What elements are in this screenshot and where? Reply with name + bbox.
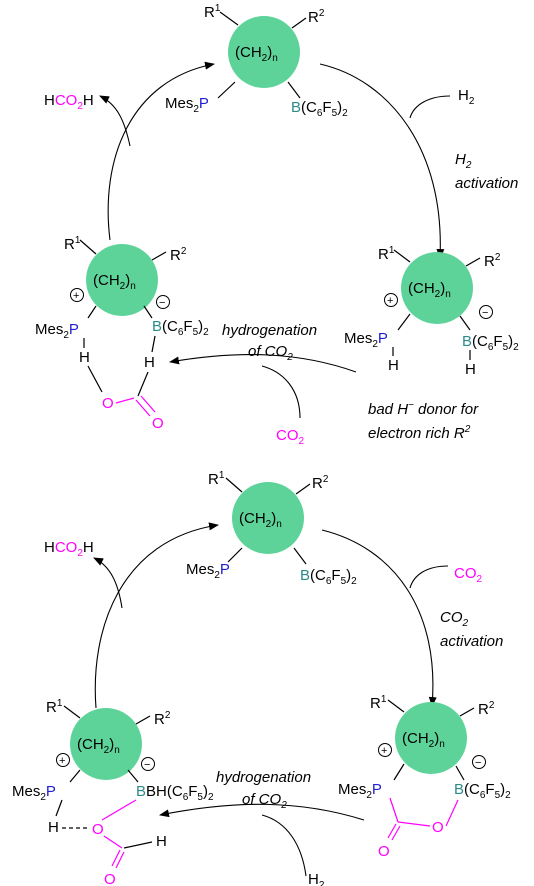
- r1-label: R1: [204, 3, 221, 21]
- arrow-co2-in: [409, 565, 449, 589]
- r2-label: R2: [170, 246, 187, 264]
- hco2h-product-label: HCO2H: [44, 539, 94, 559]
- r1-label: R1: [64, 235, 81, 253]
- mes2p-label: Mes2P: [344, 330, 388, 350]
- borane-label: B(C6F5)2: [300, 567, 357, 587]
- arrow-to-h2-adduct: [319, 63, 445, 259]
- ring-circle: [401, 252, 473, 324]
- r2-label: R2: [308, 8, 325, 26]
- h2-reagent-label: H2: [458, 87, 475, 107]
- formate-hydrogen: H: [156, 833, 167, 850]
- formate-carbonyl-oxygen: O: [104, 871, 116, 886]
- r1-label: R1: [46, 698, 63, 716]
- ring-label: (CH2)n: [235, 44, 278, 64]
- arrow-co2-in: [261, 365, 301, 419]
- p-hydride: H: [388, 357, 399, 374]
- arrow-hydrogenation: [169, 354, 357, 373]
- mes2p-label: Mes2P: [165, 95, 209, 115]
- co2-reagent-label-top: CO2: [276, 427, 305, 447]
- r1-label: R1: [378, 245, 395, 263]
- bottom-step2-label-line2: of CO2: [242, 791, 287, 811]
- top-note-line1: bad H− donor for: [368, 400, 479, 418]
- r2-label: R2: [154, 710, 171, 728]
- formate-carbonyl-oxygen: O: [152, 415, 164, 432]
- borohydride-label: BBH(C6F5)2: [136, 783, 214, 803]
- top-step1-label-line2: activation: [455, 175, 518, 192]
- arrow-regeneration: [94, 522, 219, 709]
- r1-label: R1: [208, 470, 225, 488]
- bridge-oxygen: O: [432, 819, 444, 836]
- arrow-to-co2-adduct: [321, 529, 437, 707]
- r2-label: R2: [478, 700, 495, 718]
- ring-circle: [86, 244, 158, 316]
- top-h2-adduct-structure: (CH2)n R1 R2 + Mes2P H − B(C6F5)2 H: [344, 245, 519, 378]
- plus-charge: +: [73, 290, 79, 302]
- minus-charge: −: [475, 757, 481, 769]
- r2-label: R2: [484, 252, 501, 270]
- arrow-h2-in: [261, 814, 307, 877]
- ring-circle: [228, 16, 300, 88]
- bottom-step2-label: hydrogenation: [216, 769, 311, 786]
- borate-label: B(C6F5)2: [152, 318, 209, 338]
- ring-label: (CH2)n: [239, 510, 282, 530]
- co2-reagent-label-bottom: CO2: [454, 565, 483, 585]
- top-step1-label: H2: [455, 151, 472, 171]
- top-cycle: (CH2)n R1 R2 Mes2P B(C6F5)2 H2 HCO2H CO2…: [35, 3, 519, 447]
- ring-label: (CH2)n: [402, 730, 445, 750]
- minus-charge: −: [144, 759, 150, 771]
- b-hydrogen: H: [144, 354, 155, 371]
- mes2p-label: Mes2P: [35, 321, 79, 341]
- plus-charge: +: [387, 295, 393, 307]
- formate-oxygen: O: [92, 821, 104, 838]
- borane-label: B(C6F5)2: [291, 99, 348, 119]
- minus-charge: −: [159, 297, 165, 309]
- ring-label: (CH2)n: [408, 280, 451, 300]
- ring-label: (CH2)n: [77, 736, 120, 756]
- top-note-line2: electron rich R2: [368, 424, 471, 442]
- borate-label: B(C6F5)2: [454, 781, 511, 801]
- top-flp-structure: (CH2)n R1 R2 Mes2P B(C6F5)2: [165, 3, 348, 119]
- arrow-hco2h-out: [93, 557, 123, 609]
- arrow-h2-in: [409, 95, 451, 119]
- bottom-step1-label-line2: activation: [440, 633, 503, 650]
- ring-label: (CH2)n: [93, 272, 136, 292]
- bottom-cycle: (CH2)n R1 R2 Mes2P B(C6F5)2 CO2 HCO2H H2…: [12, 470, 511, 886]
- p-hydrogen: H: [79, 349, 90, 366]
- ring-circle: [395, 702, 467, 774]
- p-hydrogen: H: [48, 819, 59, 836]
- minus-charge: −: [482, 307, 488, 319]
- bottom-flp-structure: (CH2)n R1 R2 Mes2P B(C6F5)2: [186, 470, 357, 587]
- bottom-co2-adduct-structure: (CH2)n R1 R2 + Mes2P − B(C6F5)2 O O: [338, 694, 511, 860]
- hco2h-product-label: HCO2H: [44, 92, 94, 112]
- mes2p-label: Mes2P: [338, 781, 382, 801]
- arrow-regeneration: [107, 61, 215, 241]
- b-hydride: H: [465, 361, 476, 378]
- arrow-hydrogenation: [159, 803, 365, 821]
- r1-label: R1: [370, 694, 387, 712]
- top-step2-label: hydrogenation: [222, 322, 317, 339]
- bottom-step1-label: CO2: [440, 609, 469, 629]
- top-step2-label-line2: of CO2: [248, 343, 293, 363]
- ring-circle: [232, 482, 304, 554]
- formate-oxygen: O: [102, 395, 114, 412]
- borate-label: B(C6F5)2: [462, 333, 519, 353]
- r2-label: R2: [312, 474, 329, 492]
- h2-reagent-label: H2: [308, 871, 325, 886]
- top-formate-ts-structure: (CH2)n R1 R2 + Mes2P H − B(C6F5)2 H O O: [35, 235, 209, 432]
- plus-charge: +: [381, 745, 387, 757]
- mes2p-label: Mes2P: [12, 783, 56, 803]
- plus-charge: +: [59, 755, 65, 767]
- arrow-hco2h-out: [99, 95, 131, 147]
- bottom-formate-ts-structure: (CH2)n R1 R2 + Mes2P − BBH(C6F5)2 H O H …: [12, 698, 214, 886]
- mes2p-label: Mes2P: [186, 561, 230, 581]
- ring-circle: [70, 708, 142, 780]
- carbonyl-oxygen: O: [378, 843, 390, 860]
